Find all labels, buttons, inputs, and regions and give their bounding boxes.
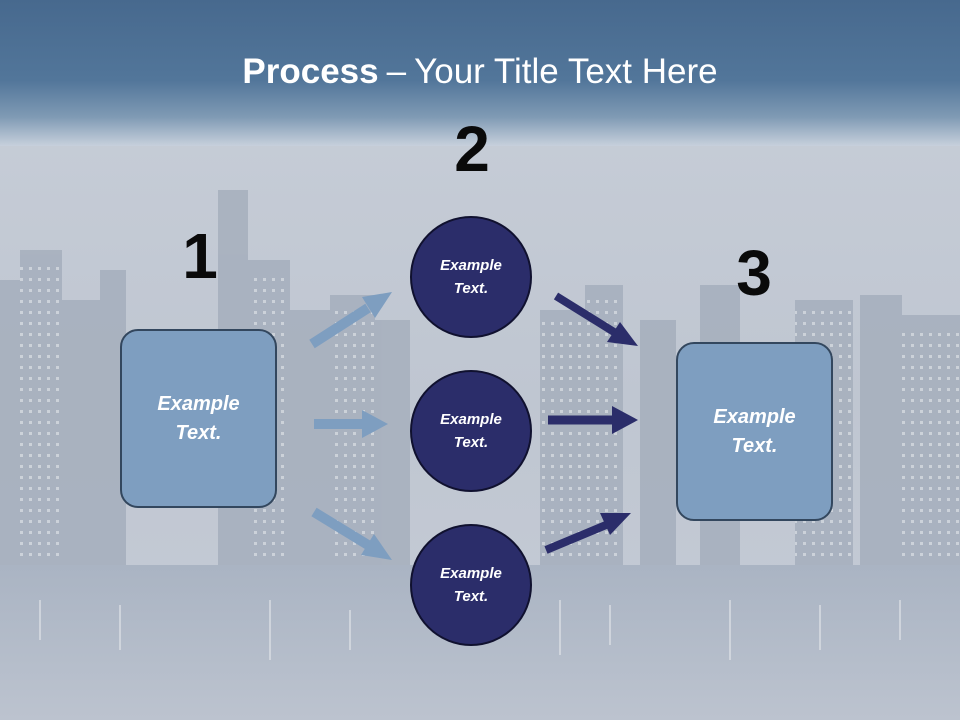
arrow-box1-to-circle-bottom — [311, 507, 392, 560]
title-rest: Your Title Text Here — [414, 52, 718, 91]
title-band — [0, 0, 960, 146]
step-3-box-text: Example Text. — [713, 405, 796, 457]
slide-title: Process–Your Title Text Here — [0, 52, 960, 92]
step-number-2: 2 — [454, 113, 490, 185]
step-2-circle-top[interactable]: Example Text. — [410, 216, 532, 338]
arrow-circle-top-to-box3 — [553, 292, 638, 346]
arrow-circle-bottom-to-box3 — [544, 513, 631, 554]
title-bold-part: Process — [242, 52, 379, 91]
arrow-circle-middle-to-box3 — [548, 406, 638, 434]
step-2-circle-middle[interactable]: Example Text. — [410, 370, 532, 492]
step-number-1: 1 — [182, 220, 218, 292]
circle-top-text: Example Text. — [440, 257, 502, 297]
title-dash: – — [386, 52, 407, 91]
circle-middle-text: Example Text. — [440, 411, 502, 451]
step-1-box[interactable]: Example Text. — [120, 329, 277, 508]
step-2-circle-bottom[interactable]: Example Text. — [410, 524, 532, 646]
arrow-box1-to-circle-top — [309, 292, 392, 349]
step-3-box[interactable]: Example Text. — [676, 342, 833, 521]
step-number-3: 3 — [736, 237, 772, 309]
arrow-box1-to-circle-middle — [314, 410, 388, 438]
step-1-box-text: Example Text. — [157, 392, 240, 444]
circle-bottom-text: Example Text. — [440, 565, 502, 605]
